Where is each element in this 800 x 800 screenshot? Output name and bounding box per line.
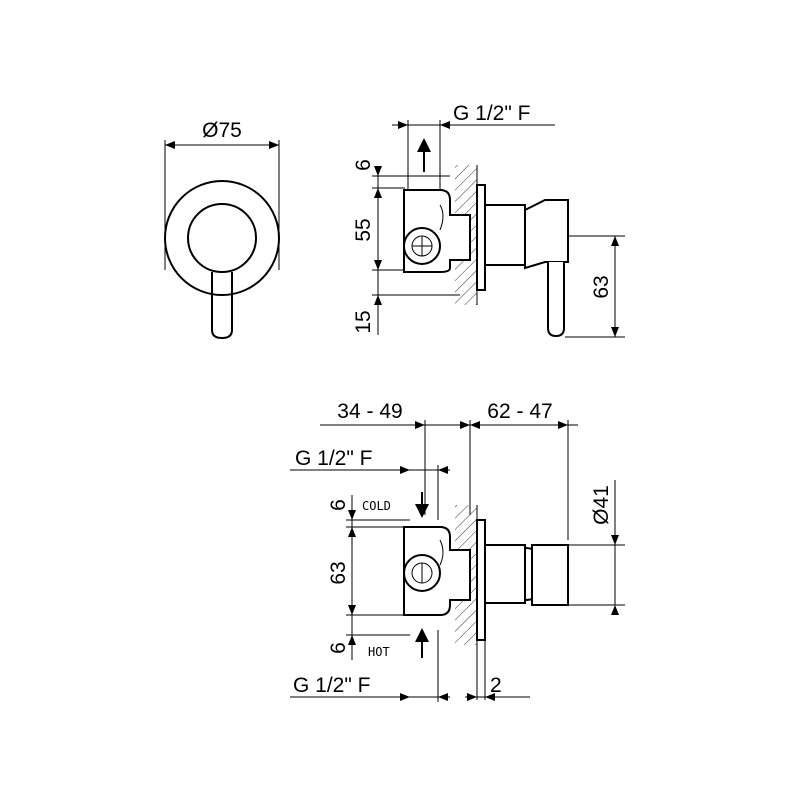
- top-dim-6: 6: [352, 159, 375, 171]
- dim-62-47: 62 - 47: [487, 400, 552, 423]
- side-view-bottom: 34 - 49 62 - 47 G 1/2" F COLD 6 63 6: [290, 400, 625, 702]
- bottom-dim-6-top: 6: [327, 499, 350, 511]
- top-thread-label: G 1/2" F: [453, 102, 530, 125]
- dim-2: 2: [490, 674, 502, 697]
- bottom-dim-63: 63: [327, 561, 350, 584]
- bottom-diameter-label: Ø41: [590, 485, 613, 525]
- lever-handle: [211, 272, 233, 340]
- top-dim-63: 63: [590, 275, 613, 298]
- front-view: Ø75: [164, 119, 280, 340]
- cold-label: COLD: [362, 499, 391, 513]
- dim-34-49: 34 - 49: [337, 400, 402, 423]
- bottom-thread-bottom-label: G 1/2" F: [293, 674, 370, 697]
- valve-body-bottom: [403, 526, 471, 616]
- hot-label: HOT: [368, 645, 390, 659]
- bottom-thread-top-label: G 1/2" F: [295, 447, 372, 470]
- bottom-dim-6-bottom: 6: [327, 642, 350, 654]
- front-diameter-label: Ø75: [202, 119, 242, 142]
- side-view-top: G 1/2" F 6 55 15: [352, 102, 625, 338]
- escutcheon-outer: [164, 180, 280, 296]
- top-dim-55: 55: [352, 218, 375, 241]
- top-dim-15: 15: [352, 310, 375, 333]
- valve-body-top: [403, 189, 471, 273]
- escutcheon-inner: [187, 203, 257, 273]
